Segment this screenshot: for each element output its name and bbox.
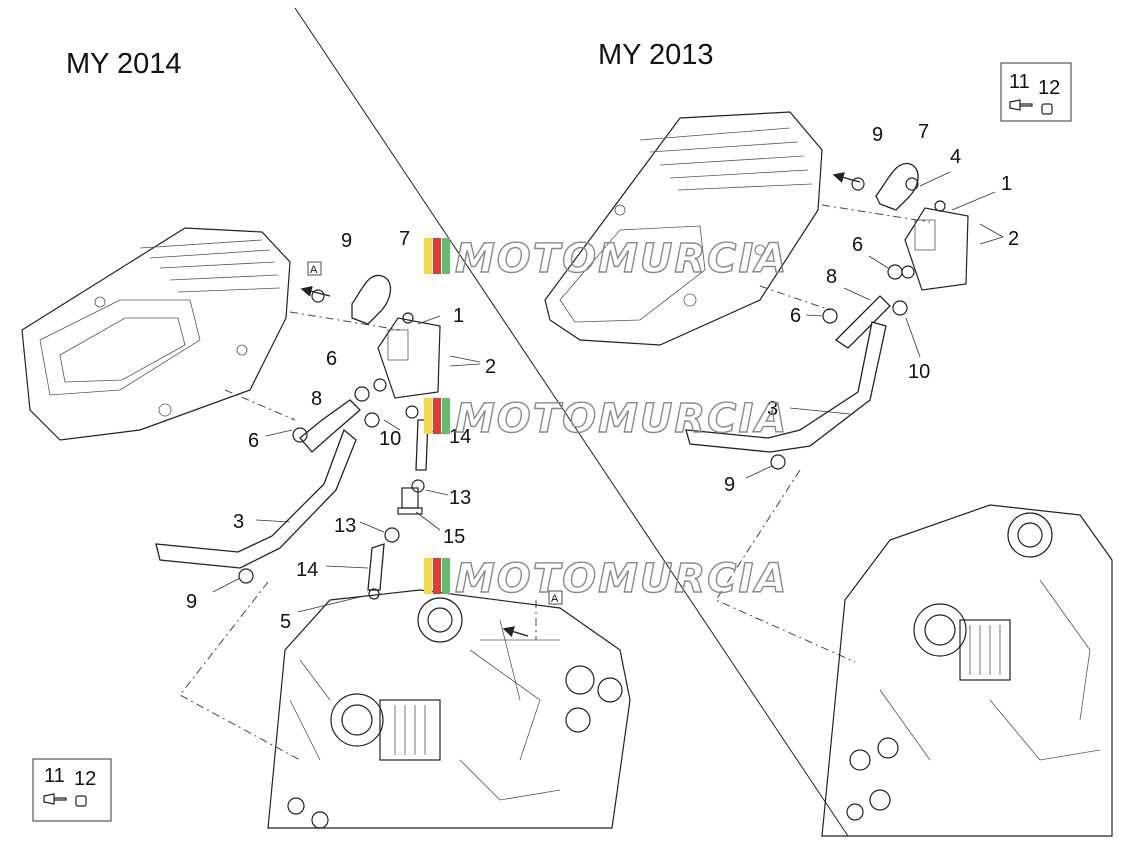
callout-6b-left: 6 bbox=[248, 430, 259, 452]
leaders-right bbox=[745, 171, 1004, 479]
watermark-text-1: MOTOMURCIA bbox=[455, 236, 788, 282]
callout-13b-left: 13 bbox=[334, 515, 356, 537]
callout-14b-left: 14 bbox=[296, 559, 318, 581]
callout-6b-right: 6 bbox=[790, 305, 801, 327]
ref-box-a-left bbox=[307, 261, 322, 276]
hose-3-left bbox=[155, 428, 357, 569]
callout-4-right: 4 bbox=[950, 146, 961, 168]
airbox-left bbox=[21, 227, 291, 441]
callout-1-right: 1 bbox=[1001, 173, 1012, 195]
callout-9a-right: 9 bbox=[872, 124, 883, 146]
callout-3-left: 3 bbox=[233, 511, 244, 533]
callout-6a-left: 6 bbox=[326, 348, 337, 370]
valve-15-left bbox=[397, 487, 423, 515]
engine-left bbox=[267, 589, 631, 829]
callout-14a-left: 14 bbox=[449, 426, 471, 448]
arrow-engine-left bbox=[502, 626, 529, 637]
callout-3-right: 3 bbox=[767, 398, 778, 420]
box-left-12: 12 bbox=[74, 768, 96, 790]
arrow-right-9 bbox=[832, 172, 861, 183]
dashed-guide-right-3 bbox=[715, 469, 856, 663]
hose-3-right bbox=[685, 321, 887, 453]
callout-8-left: 8 bbox=[311, 388, 322, 410]
divider-line bbox=[294, 7, 849, 837]
dashed-guide-left-1 bbox=[289, 311, 401, 331]
arrow-left-9 bbox=[300, 285, 331, 297]
clamps-left bbox=[238, 289, 425, 600]
airbox-right bbox=[544, 111, 823, 346]
breather-housing-right bbox=[901, 200, 969, 291]
watermark-text-2: MOTOMURCIA bbox=[455, 396, 788, 442]
dashed-guide-right-1 bbox=[821, 204, 931, 223]
callout-10-right: 10 bbox=[908, 361, 930, 383]
callout-13a-left: 13 bbox=[449, 487, 471, 509]
callout-5-left: 5 bbox=[280, 611, 291, 633]
hose-14-lower-left bbox=[367, 543, 385, 591]
callout-7-right: 7 bbox=[918, 121, 929, 143]
callout-10-left: 10 bbox=[379, 428, 401, 450]
ref-marker-a-engine: A bbox=[551, 593, 559, 605]
dashed-guide-right-2 bbox=[759, 285, 831, 311]
clamps-right bbox=[770, 177, 919, 470]
callout-1-left: 1 bbox=[453, 305, 464, 327]
callout-9b-left: 9 bbox=[186, 591, 197, 613]
callout-9a-left: 9 bbox=[341, 230, 352, 252]
callout-2-right: 2 bbox=[1008, 228, 1019, 250]
box-right-12: 12 bbox=[1038, 77, 1060, 99]
watermark-2: MOTOMURCIA bbox=[424, 395, 788, 443]
box-left-11: 11 bbox=[44, 765, 65, 787]
parts-box-11-12-right: 11 12 bbox=[1000, 62, 1072, 122]
callout-2-left: 2 bbox=[485, 356, 496, 378]
watermark-text-3: MOTOMURCIA bbox=[455, 556, 788, 602]
leaders-left bbox=[212, 315, 481, 613]
callout-15-left: 15 bbox=[443, 526, 465, 548]
dashed-guide-left-2 bbox=[224, 389, 296, 421]
box-right-11: 11 bbox=[1009, 71, 1030, 93]
engine-right bbox=[821, 504, 1113, 837]
watermark-3: MOTOMURCIA bbox=[424, 555, 788, 603]
callout-8-right: 8 bbox=[826, 266, 837, 288]
breather-housing-left bbox=[373, 312, 441, 399]
title-my-2014: MY 2014 bbox=[66, 48, 182, 80]
ref-marker-a-left: A bbox=[310, 264, 318, 276]
hose-8-right bbox=[834, 295, 891, 349]
title-my-2013: MY 2013 bbox=[598, 39, 714, 71]
callout-7-left: 7 bbox=[399, 228, 410, 250]
ref-box-a-engine bbox=[548, 590, 563, 605]
watermark-1: MOTOMURCIA bbox=[424, 235, 788, 283]
callout-6a-right: 6 bbox=[852, 234, 863, 256]
hose-7-right bbox=[875, 162, 919, 211]
parts-box-11-12-left: 11 12 bbox=[32, 758, 112, 822]
hose-7-left bbox=[351, 274, 392, 325]
callout-9b-right: 9 bbox=[724, 474, 735, 496]
hose-8-left bbox=[299, 399, 361, 453]
dashed-guide-left-3 bbox=[179, 581, 301, 761]
